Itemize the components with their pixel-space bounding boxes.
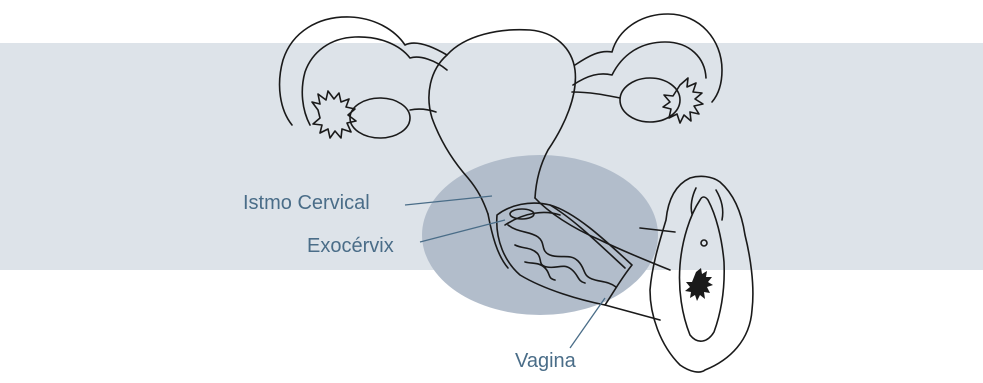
label-vagina: Vagina [515,351,576,371]
vaginal-opening [685,268,713,301]
label-istmo-cervical: Istmo Cervical [243,193,370,213]
label-exocervix: Exocérvix [307,236,394,256]
cervix-highlight [422,155,658,315]
